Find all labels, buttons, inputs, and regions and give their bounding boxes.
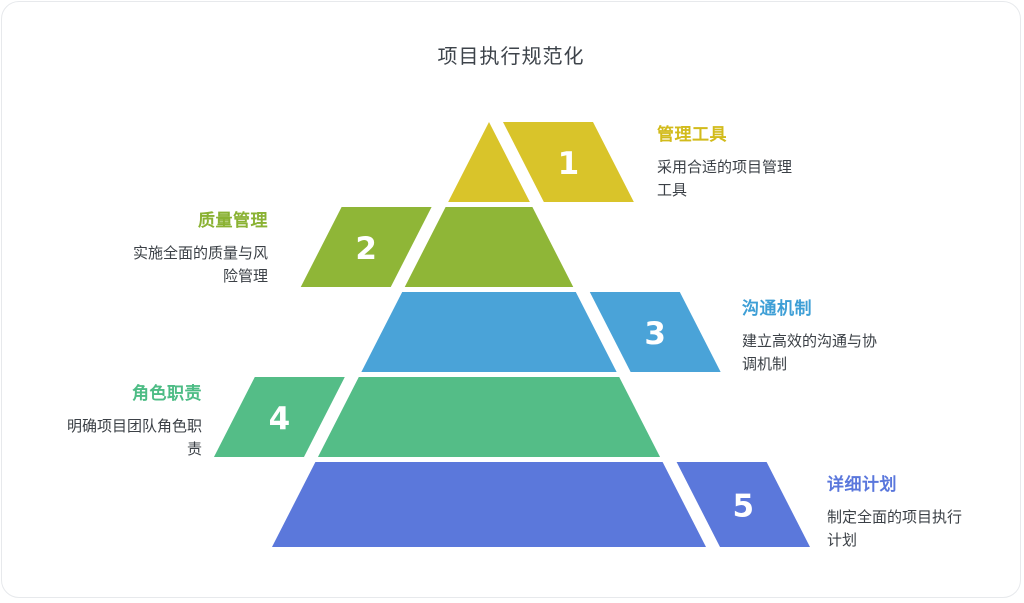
pyramid-level-2 (404, 207, 574, 287)
pyramid-tab-1 (503, 122, 634, 202)
level-1-description: 采用合适的项目管理工具 (657, 158, 793, 199)
pyramid-level-3 (361, 292, 617, 372)
level-2-title: 质量管理 (198, 211, 268, 231)
pyramid-tab-3 (589, 292, 721, 372)
level-2-label-block: 质量管理 实施全面的质量与风险管理 (120, 206, 268, 287)
level-number-5: 5 (733, 489, 755, 525)
level-number-1: 1 (558, 146, 580, 182)
level-4-description: 明确项目团队角色职责 (66, 417, 202, 458)
pyramid-level-4 (317, 377, 661, 457)
diagram-title: 项目执行规范化 (437, 44, 585, 68)
pyramid-tab-2 (300, 207, 432, 287)
level-1-title: 管理工具 (657, 125, 727, 145)
level-number-3: 3 (644, 316, 666, 352)
level-number-2: 2 (355, 231, 377, 267)
pyramid-tab-5 (676, 462, 810, 547)
level-4-label-block: 角色职责 明确项目团队角色职责 (54, 379, 202, 460)
pyramid-level-5 (272, 462, 706, 547)
pyramid-level-1 (448, 122, 530, 202)
level-3-title: 沟通机制 (742, 299, 812, 319)
level-5-title: 详细计划 (827, 475, 897, 495)
level-2-description: 实施全面的质量与风险管理 (132, 244, 268, 285)
level-3-description: 建立高效的沟通与协调机制 (742, 332, 878, 373)
level-4-title: 角色职责 (132, 384, 202, 404)
level-5-description: 制定全面的项目执行计划 (827, 508, 963, 549)
level-5-label-block: 详细计划 制定全面的项目执行计划 (827, 470, 1002, 551)
level-1-label-block: 管理工具 采用合适的项目管理工具 (657, 120, 832, 201)
level-3-label-block: 沟通机制 建立高效的沟通与协调机制 (742, 294, 917, 375)
pyramid-tab-4 (213, 377, 345, 457)
level-number-4: 4 (269, 401, 291, 437)
